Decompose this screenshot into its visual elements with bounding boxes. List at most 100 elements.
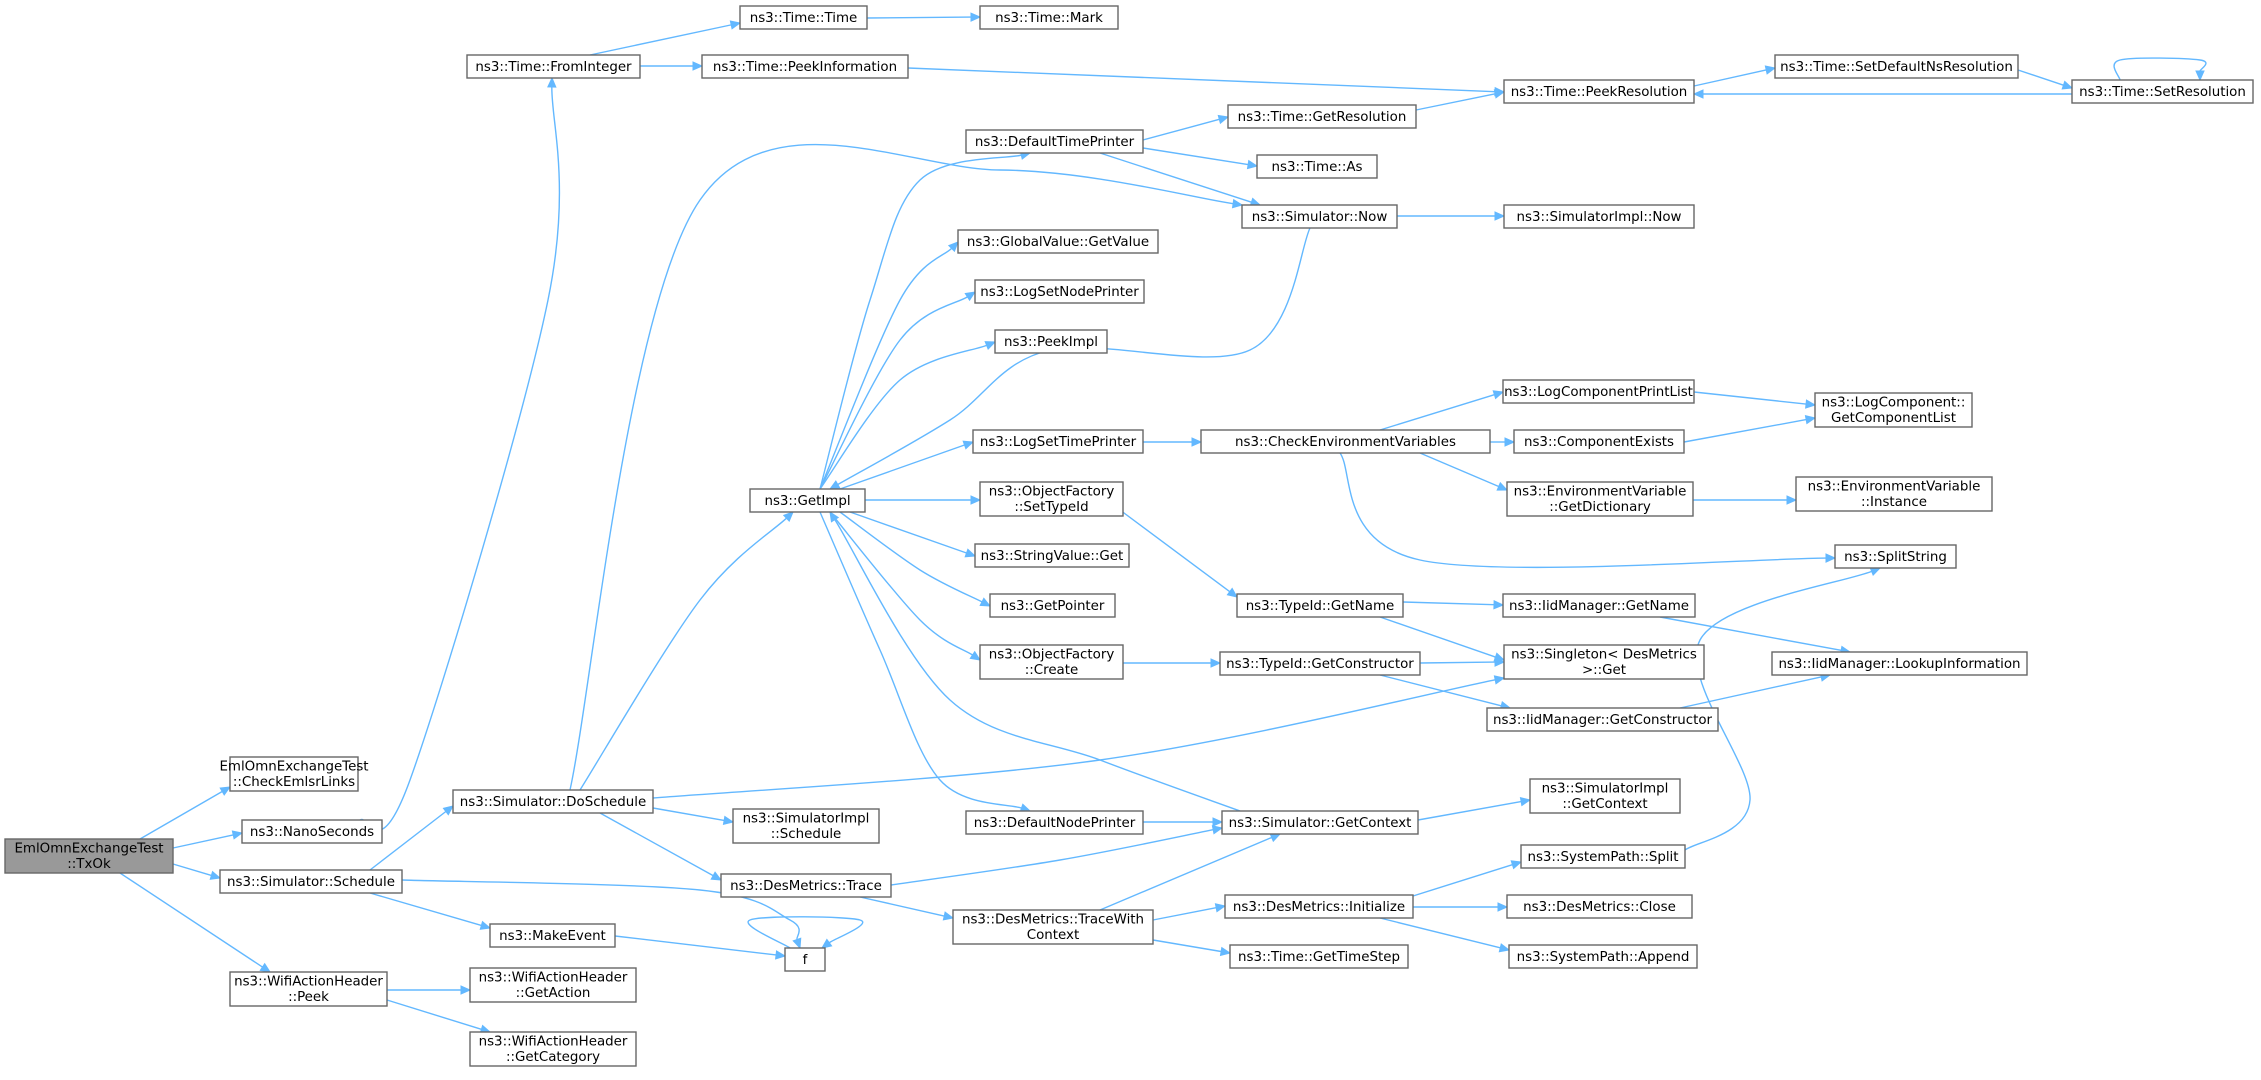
node-iidLookup[interactable]: ns3::IidManager::LookupInformation (1771, 651, 2028, 676)
node-peekImpl[interactable]: ns3::PeekImpl (994, 329, 1108, 354)
node-label: >::Get (1582, 663, 1626, 678)
node-box (1503, 79, 1695, 104)
node-label: ns3::SystemPath::Split (1527, 850, 1678, 865)
node-label: ns3::Time::Mark (995, 11, 1103, 26)
node-label: EmlOmnExchangeTest (219, 760, 368, 775)
node-box (1229, 944, 1409, 969)
node-simSchedule[interactable]: ns3::Simulator::Schedule (219, 869, 403, 894)
node-label: ns3::WifiActionHeader (234, 975, 383, 990)
node-simNow[interactable]: ns3::Simulator::Now (1241, 204, 1398, 229)
node-makeEvent[interactable]: ns3::MakeEvent (489, 923, 616, 948)
node-stringGet[interactable]: ns3::StringValue::Get (974, 543, 1130, 568)
node-ofCreate[interactable]: ns3::ObjectFactory::Create (979, 644, 1124, 680)
node-getTimeStep[interactable]: ns3::Time::GetTimeStep (1229, 944, 1409, 969)
node-label: ns3::Time::FromInteger (475, 60, 632, 75)
node-setDefNs[interactable]: ns3::Time::SetDefaultNsResolution (1774, 54, 2019, 79)
node-desClose[interactable]: ns3::DesMetrics::Close (1506, 894, 1693, 919)
node-typeGetCtor[interactable]: ns3::TypeId::GetConstructor (1219, 651, 1421, 676)
edge-checkEnv-to-envGetDict (1419, 452, 1509, 491)
node-sysAppend[interactable]: ns3::SystemPath::Append (1508, 944, 1698, 969)
node-label: ns3::IidManager::GetName (1509, 599, 1689, 614)
node-typeGetName[interactable]: ns3::TypeId::GetName (1236, 593, 1404, 618)
node-box (994, 329, 1108, 354)
node-wifiPeek[interactable]: ns3::WifiActionHeader::Peek (229, 971, 388, 1007)
node-checkEnv[interactable]: ns3::CheckEnvironmentVariables (1200, 429, 1491, 454)
node-getAction[interactable]: ns3::WifiActionHeader::GetAction (469, 967, 637, 1003)
node-f[interactable]: f (784, 947, 826, 972)
node-defTimePrinter[interactable]: ns3::DefaultTimePrinter (965, 129, 1144, 154)
node-root[interactable]: EmlOmnExchangeTest::TxOk (4, 838, 174, 874)
edge-timeTime-to-timeMark (866, 12, 982, 22)
node-logSetTime[interactable]: ns3::LogSetTimePrinter (972, 429, 1144, 454)
node-label: ns3::DefaultTimePrinter (975, 135, 1135, 150)
node-box (1506, 481, 1694, 517)
edge-logSetTime-to-checkEnv (1143, 437, 1203, 447)
node-singletonGet[interactable]: ns3::Singleton< DesMetrics >::Get (1503, 644, 1705, 680)
node-getPointer[interactable]: ns3::GetPointer (989, 593, 1116, 618)
node-desTrace[interactable]: ns3::DesMetrics::Trace (720, 873, 892, 898)
edge-getImpl-to-logSetTime (839, 440, 975, 490)
node-logCompPrint[interactable]: ns3::LogComponentPrintList (1502, 379, 1695, 404)
node-fromInteger[interactable]: ns3::Time::FromInteger (466, 54, 641, 79)
node-desInit[interactable]: ns3::DesMetrics::Initialize (1224, 894, 1414, 919)
node-label: ns3::DesMetrics::Initialize (1233, 900, 1405, 915)
node-box (1200, 429, 1491, 454)
node-timeTime[interactable]: ns3::Time::Time (739, 5, 868, 30)
node-nanoSeconds[interactable]: ns3::NanoSeconds (241, 819, 383, 844)
node-splitString[interactable]: ns3::SplitString (1834, 544, 1957, 569)
node-ofSetTypeId[interactable]: ns3::ObjectFactory::SetTypeId (979, 481, 1124, 517)
node-getCategory[interactable]: ns3::WifiActionHeader::GetCategory (469, 1031, 637, 1067)
node-envGetDict[interactable]: ns3::EnvironmentVariable::GetDictionary (1506, 481, 1694, 517)
node-label: ns3::Singleton< DesMetrics (1511, 648, 1697, 663)
edge-ofCreate-to-typeGetCtor (1123, 658, 1222, 668)
node-box (732, 808, 880, 844)
edge-checkEnv-to-logCompPrint (1379, 390, 1505, 431)
node-logGetCompList[interactable]: ns3::LogComponent::GetComponentList (1814, 392, 1973, 428)
node-simGetContext[interactable]: ns3::Simulator::GetContext (1221, 810, 1419, 835)
edge-simSchedule-to-makeEvent (369, 892, 492, 930)
edge-getImpl-to-globalGetValue (819, 241, 959, 490)
node-implSchedule[interactable]: ns3::SimulatorImpl::Schedule (732, 808, 880, 844)
node-checkEmlsr[interactable]: EmlOmnExchangeTest::CheckEmlsrLinks (219, 756, 369, 792)
node-defNodePrinter[interactable]: ns3::DefaultNodePrinter (965, 810, 1144, 835)
node-sysSplit[interactable]: ns3::SystemPath::Split (1520, 844, 1686, 869)
edge-getImpl-to-getPointer (839, 511, 992, 607)
edge-getImpl-to-ofCreate (829, 511, 982, 661)
node-setRes[interactable]: ns3::Time::SetResolution (2071, 79, 2254, 104)
node-compExists[interactable]: ns3::ComponentExists (1513, 429, 1685, 454)
node-box (957, 229, 1159, 254)
node-implGetContext[interactable]: ns3::SimulatorImpl::GetContext (1529, 778, 1681, 814)
node-label: ns3::ObjectFactory (989, 485, 1115, 500)
node-label: ns3::Time::SetResolution (2079, 85, 2246, 100)
node-doSchedule[interactable]: ns3::Simulator::DoSchedule (452, 789, 654, 814)
edge-getImpl-to-stringGet (849, 511, 977, 558)
node-label: ns3::LogComponent:: (1822, 396, 1966, 411)
node-iidGetCtor[interactable]: ns3::IidManager::GetConstructor (1486, 707, 1719, 732)
node-timeMark[interactable]: ns3::Time::Mark (979, 5, 1119, 30)
edge-checkEnv-to-compExists (1490, 437, 1516, 447)
node-label: ns3::Time::As (1272, 160, 1363, 175)
node-label: ns3::ObjectFactory (989, 648, 1115, 663)
node-envInstance[interactable]: ns3::EnvironmentVariable::Instance (1795, 476, 1993, 512)
node-getImpl[interactable]: ns3::GetImpl (749, 488, 866, 513)
node-box (974, 279, 1145, 304)
node-box (1814, 392, 1973, 428)
node-logSetNode[interactable]: ns3::LogSetNodePrinter (974, 279, 1145, 304)
node-peekInfo[interactable]: ns3::Time::PeekInformation (701, 54, 909, 79)
node-implNow[interactable]: ns3::SimulatorImpl::Now (1503, 204, 1695, 229)
node-iidGetName[interactable]: ns3::IidManager::GetName (1502, 593, 1696, 618)
node-getResolution[interactable]: ns3::Time::GetResolution (1227, 104, 1417, 129)
node-peekRes[interactable]: ns3::Time::PeekResolution (1503, 79, 1695, 104)
node-globalGetValue[interactable]: ns3::GlobalValue::GetValue (957, 229, 1159, 254)
call-edges (119, 12, 2207, 1034)
node-timeAs[interactable]: ns3::Time::As (1256, 154, 1378, 179)
node-box (979, 5, 1119, 30)
node-label: ns3::Simulator::Schedule (227, 875, 395, 890)
node-box (979, 481, 1124, 517)
node-box (720, 873, 892, 898)
edge-checkEnv-to-splitString (1339, 452, 1837, 569)
node-box (701, 54, 909, 79)
node-label: ns3::DefaultNodePrinter (974, 816, 1136, 831)
